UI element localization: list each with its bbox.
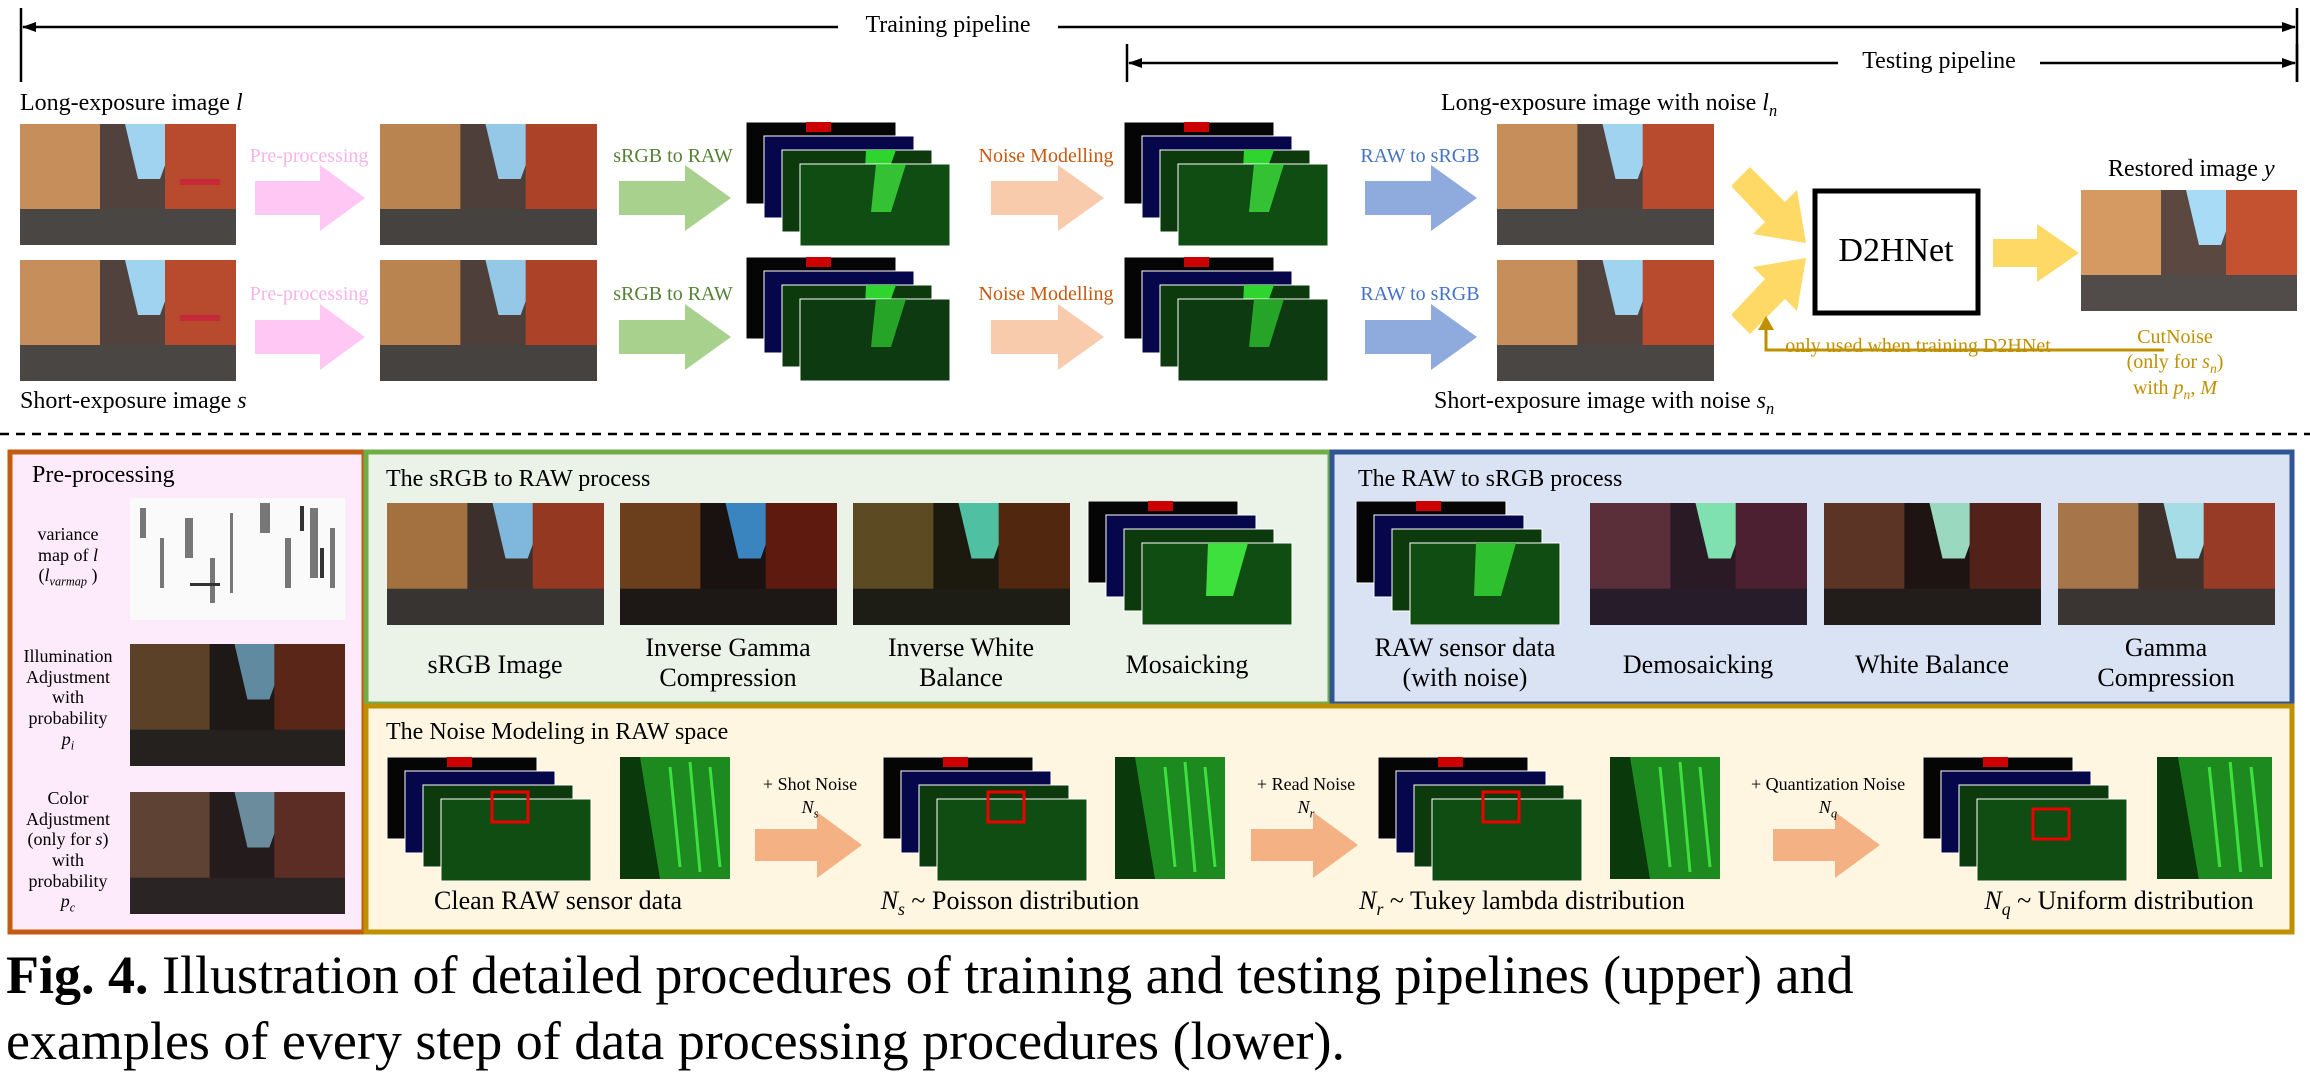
color-adjustment-label: Color Adjustment (only for s) with proba… (26, 788, 110, 916)
shot-noise-zoom (1115, 757, 1225, 879)
short-noise-image (1497, 260, 1714, 381)
preprocessing-arrow-row2 (255, 304, 365, 370)
cutnoise-label: CutNoise (2137, 326, 2213, 348)
short-exposure-image (20, 260, 236, 381)
illumination-adjusted-image (130, 644, 345, 766)
inverse-gamma-image (620, 503, 837, 625)
preprocessing-label-row1: Pre-processing (249, 145, 369, 167)
white-balance-image (1824, 503, 2041, 625)
noise-modelling-arrow-row1 (991, 165, 1104, 231)
white-balance-caption: White Balance (1855, 650, 2009, 679)
noise-modelling-arrow-row2 (991, 304, 1104, 370)
cutnoise-params: with pn, M (2132, 377, 2218, 402)
quantization-noise-label: + Quantization Noise (1750, 774, 1906, 794)
demosaicking-image (1590, 503, 1807, 625)
preprocessing-label-row2: Pre-processing (249, 283, 369, 305)
figure-caption-line1: Fig. 4. Illustration of detailed procedu… (6, 945, 1854, 1005)
noise-panel-title: The Noise Modeling in RAW space (386, 719, 729, 745)
srgb-to-raw-label-row1: sRGB to RAW (613, 145, 733, 167)
noisy-raw-stack-long (1124, 122, 1342, 246)
yellow-arrow-long-to-net (1732, 167, 1806, 243)
raw-to-srgb-label-row2: RAW to sRGB (1360, 283, 1480, 305)
clean-raw-caption: Clean RAW sensor data (434, 886, 682, 915)
quantization-noise-arrow (1773, 812, 1880, 878)
shot-noise-symbol: Ns (801, 797, 819, 821)
quantization-noise-zoom (2157, 757, 2272, 879)
preprocessed-long-image (380, 124, 597, 245)
srgb-image-sample (387, 503, 604, 625)
mosaicking-caption: Mosaicking (1125, 650, 1249, 679)
read-noise-stack (1378, 757, 1596, 881)
variance-map-image (130, 498, 345, 620)
shot-noise-label: + Shot Noise (762, 774, 858, 794)
color-adjusted-image (130, 792, 345, 914)
read-noise-arrow (1251, 812, 1358, 878)
poisson-caption: Ns ~ Poisson distribution (880, 886, 1140, 920)
srgb-to-raw-label-row2: sRGB to RAW (613, 283, 733, 305)
srgb-image-caption: sRGB Image (427, 650, 563, 679)
read-noise-label: + Read Noise (1256, 774, 1356, 794)
short-exposure-label: Short-exposure image s (20, 388, 247, 414)
preprocessing-arrow-row1 (255, 165, 365, 231)
mosaicking-stack (1087, 501, 1307, 625)
inverse-white-balance-image (853, 503, 1070, 625)
tukey-caption: Nr ~ Tukey lambda distribution (1359, 886, 1685, 920)
cutnoise-feedback-arrowhead (1758, 316, 1774, 330)
raw-to-srgb-label-row1: RAW to sRGB (1360, 145, 1480, 167)
d2hnet-box (1812, 188, 1981, 316)
read-noise-zoom (1610, 757, 1720, 879)
figure-caption-line2: examples of every step of data processin… (6, 1011, 1345, 1071)
only-used-label: only used when training D2HNet (1785, 335, 2051, 357)
quantization-noise-stack (1923, 757, 2141, 881)
short-noise-label: Short-exposure image with noise sn (1434, 388, 1775, 418)
read-noise-symbol: Nr (1297, 797, 1315, 821)
cutnoise-condition: (only for sn) (2126, 351, 2224, 376)
preprocessed-short-image (380, 260, 597, 381)
cutnoise-feedback-line (1764, 326, 2164, 352)
srgb-to-raw-arrow-row2 (619, 304, 731, 370)
raw-panel-title: The RAW to sRGB process (1358, 466, 1623, 492)
noise-modelling-label-row1: Noise Modelling (978, 145, 1114, 167)
training-pipeline-label: Training pipeline (857, 12, 1039, 39)
shot-noise-stack (883, 757, 1101, 881)
d2hnet-label: D2HNet (1838, 232, 1954, 269)
raw-to-srgb-arrow-row2 (1365, 304, 1477, 370)
variance-map-label: variance map of l (lvarmap ) (37, 524, 99, 589)
preprocessing-panel-title: Pre-processing (32, 462, 175, 488)
yellow-arrow-net-to-output (1993, 224, 2079, 282)
noisy-raw-stack-short (1124, 257, 1342, 381)
srgb-panel-title: The sRGB to RAW process (386, 466, 651, 492)
long-exposure-image (20, 124, 236, 245)
testing-pipeline-label: Testing pipeline (1854, 48, 2024, 75)
clean-raw-zoom (620, 757, 730, 879)
demosaicking-caption: Demosaicking (1622, 650, 1774, 679)
raw-stack-long (746, 122, 964, 246)
clean-raw-stack (387, 757, 605, 881)
raw-to-srgb-arrow-row1 (1365, 165, 1477, 231)
gamma-compression-image (2058, 503, 2275, 625)
restored-image-label: Restored image y (2108, 156, 2275, 182)
illumination-adjustment-label: Illumination Adjustment with probability… (23, 646, 113, 753)
raw-sensor-stack (1355, 501, 1575, 625)
shot-noise-arrow (755, 812, 862, 878)
restored-image (2081, 190, 2297, 311)
long-exposure-label: Long-exposure image l (20, 90, 243, 116)
quantization-noise-symbol: Nq (1818, 797, 1838, 821)
long-noise-label: Long-exposure image with noise ln (1441, 90, 1778, 120)
noise-modelling-label-row2: Noise Modelling (978, 283, 1114, 305)
raw-sensor-caption: RAW sensor data(with noise) (1374, 633, 1556, 692)
srgb-to-raw-arrow-row1 (619, 165, 731, 231)
uniform-caption: Nq ~ Uniform distribution (1984, 886, 2254, 920)
long-noise-image (1497, 124, 1714, 245)
yellow-arrow-short-to-net (1732, 258, 1806, 334)
raw-stack-short (746, 257, 964, 381)
